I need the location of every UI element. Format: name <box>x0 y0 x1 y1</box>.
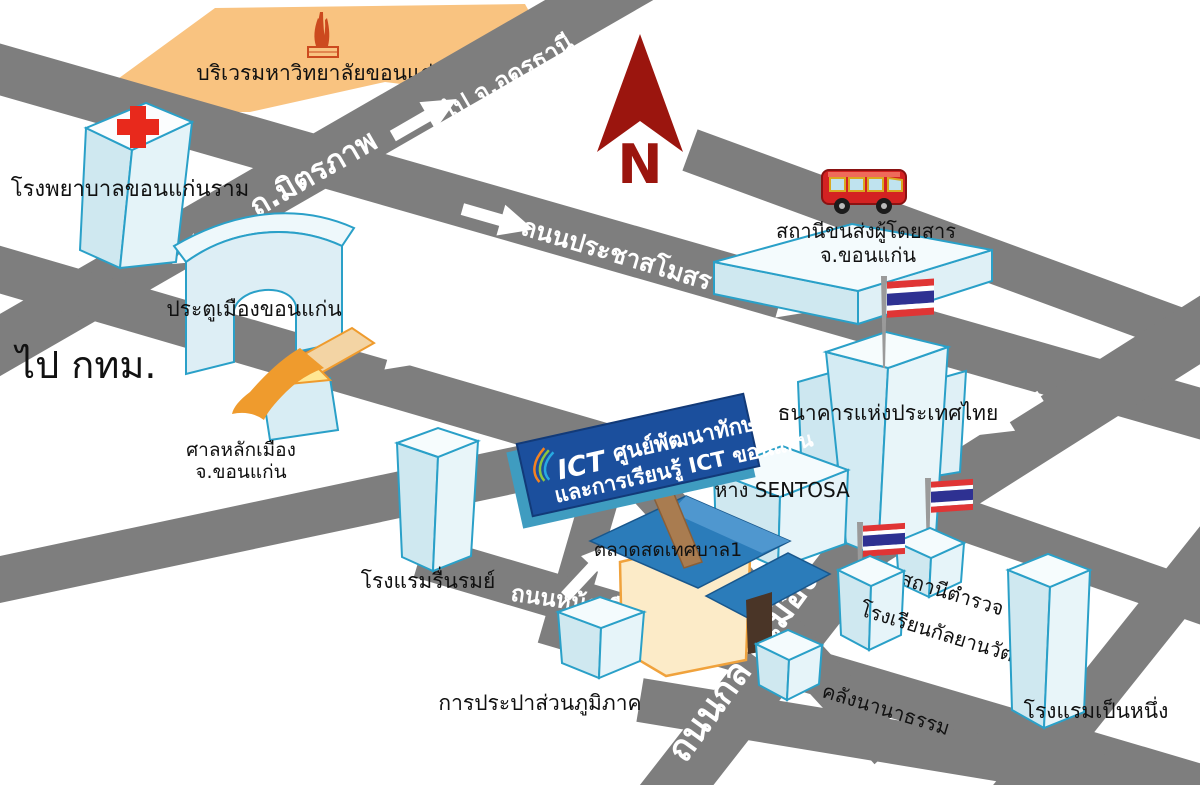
north-arrow-icon <box>597 34 683 152</box>
ruenrom-hotel-building <box>394 426 481 573</box>
city-gate-label: ประตูเมืองขอนแก่น <box>166 297 341 322</box>
shrine-label-line2: จ.ขอนแก่น <box>195 461 286 483</box>
ict-logo-icon <box>533 447 555 483</box>
shrine-roof-icon <box>232 348 324 420</box>
bank-building <box>796 330 968 558</box>
direction-label-bangkok: ไป กทม. <box>13 343 157 387</box>
market-building <box>588 495 832 678</box>
hospital-label: โรงพยาบาลขอนแก่นราม <box>11 176 249 202</box>
police-station-building <box>893 526 967 599</box>
bank-label: ธนาคารแห่งประเทศไทย <box>778 401 999 425</box>
road-south-row <box>636 678 1200 785</box>
school-building <box>835 554 907 652</box>
ruenrom-hotel-label: โรงแรมรื่นรมย์ <box>361 566 496 593</box>
waterworks-label: การประปาส่วนภูมิภาค <box>438 691 641 716</box>
bus-station-label-line2: จ.ขอนแก่น <box>820 243 916 267</box>
university-emblem-icon <box>307 12 339 58</box>
klang-nanatham-building <box>753 628 825 702</box>
waterworks-building <box>555 595 647 680</box>
market-label: ตลาดสดเทศบาล1 <box>594 539 742 561</box>
thai-flag-icon <box>857 522 905 608</box>
road-srichan-west <box>0 245 621 472</box>
hospital-building <box>78 101 195 270</box>
red-cross-icon <box>117 106 159 148</box>
road-southeast <box>993 526 1200 785</box>
van-icon <box>821 169 907 214</box>
compass-north-label: N <box>617 133 662 196</box>
sentosa-building <box>711 444 851 570</box>
shrine-label-line1: ศาลหลักเมือง <box>186 439 296 461</box>
pennueng-hotel-label: โรงแรมเป็นหนึ่ง <box>1024 696 1169 723</box>
bus-station-label-line1: สถานีขนส่งผู้โดยสาร <box>776 219 956 244</box>
north-compass: N <box>597 34 683 196</box>
shrine-building <box>232 326 376 442</box>
thai-flag-icon <box>881 276 934 368</box>
sentosa-label: ห้าง SENTOSA <box>714 478 850 502</box>
city-gate-building <box>172 212 356 376</box>
road-srichan-southwest-arm <box>0 426 619 604</box>
pennueng-hotel-building <box>1005 552 1093 730</box>
